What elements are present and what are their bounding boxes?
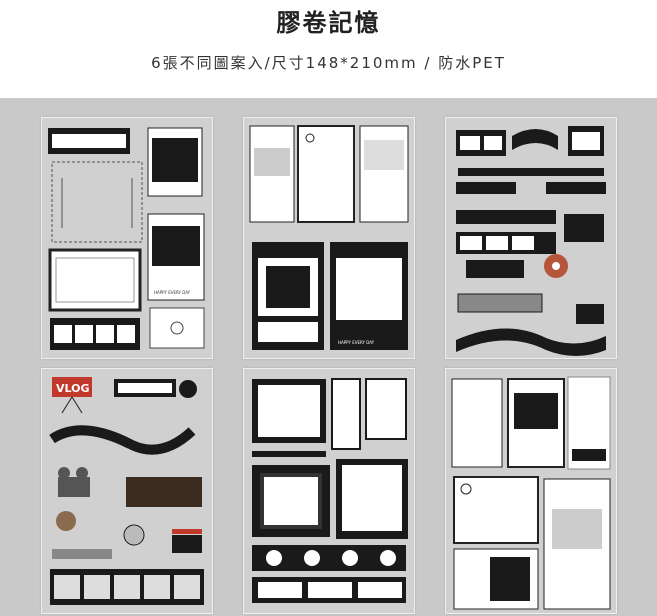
- product-spec-subtitle: 6張不同圖案入/尺寸148*210mm / 防水PET: [151, 54, 506, 72]
- phone-screen-sticker: [359, 125, 409, 223]
- sticker-sheet-film-frames: [243, 368, 415, 614]
- film-strip-sticker: [49, 425, 196, 455]
- film-strip-sticker: [512, 129, 558, 150]
- wide-frame-sticker: [48, 248, 142, 312]
- film-strip-sticker: [456, 210, 556, 224]
- social-post-sticker: [453, 476, 539, 544]
- film-strip-sticker: [564, 214, 604, 242]
- film-strip-sticker: [568, 126, 604, 156]
- film-strip-sticker: [50, 318, 140, 350]
- sticker-sheet-film-strips: [445, 117, 617, 359]
- film-frame-sticker: [336, 459, 408, 539]
- film-strip-sticker: [252, 451, 326, 457]
- film-strip-sticker: [126, 477, 202, 507]
- film-strip-sticker: [457, 293, 543, 313]
- barcode-sticker: [52, 549, 112, 559]
- photo-frame-sticker: [147, 127, 203, 197]
- svg-text:HAPPY EVERY DAY: HAPPY EVERY DAY: [154, 290, 191, 295]
- film-reel-icon: [179, 380, 197, 398]
- social-post-sticker: [453, 548, 539, 610]
- sticker-sheet-social-frames: [445, 368, 617, 614]
- vlog-camera-sticker: VLOG: [52, 377, 92, 414]
- film-strip-sticker: [458, 168, 604, 176]
- film-canister-sticker: [466, 260, 524, 278]
- phone-screen-sticker: [249, 125, 295, 223]
- phone-screen-sticker: [543, 478, 611, 610]
- film-strip-sticker: [48, 128, 130, 154]
- film-strip-sticker: [252, 577, 406, 603]
- social-post-sticker: HAPPY EVERY DAY: [330, 242, 408, 350]
- film-strip-play-sticker: [252, 545, 406, 571]
- projector-icon: [58, 467, 90, 497]
- phone-screen-sticker: [507, 378, 565, 468]
- social-post-sticker: [252, 242, 324, 350]
- phone-screen-sticker: [451, 378, 503, 468]
- film-strip-sticker: [456, 328, 606, 356]
- viewfinder-sticker: [149, 307, 205, 349]
- phone-screen-sticker: [297, 125, 355, 223]
- film-frame-sticker: [331, 378, 407, 450]
- film-strip-sticker: [50, 569, 204, 605]
- film-strip-sticker: [456, 182, 606, 194]
- sticker-sheet-camera-frames: HAPPY EVERY DAY: [41, 117, 213, 359]
- clapperboard-icon: [172, 529, 202, 553]
- film-reel-icon: [544, 254, 568, 278]
- film-frame-sticker: [252, 379, 326, 443]
- film-strip-sticker: [456, 232, 556, 254]
- vlog-label: VLOG: [56, 382, 90, 395]
- sticker-sheet-phone-frames: HAPPY EVERY DAY: [243, 117, 415, 359]
- film-frame-sticker: [252, 465, 330, 537]
- phone-screen-sticker: [567, 376, 611, 470]
- film-reel-icon: [56, 511, 76, 531]
- social-post-sticker: HAPPY EVERY DAY: [147, 213, 205, 301]
- happy-caption: HAPPY EVERY DAY: [338, 340, 375, 345]
- film-strip-sticker: [456, 130, 506, 156]
- sticker-sheet-vlog-icons: VLOG: [41, 368, 213, 614]
- film-reel-icon: [123, 524, 145, 546]
- viewfinder-sticker: [51, 161, 143, 243]
- film-strip-sticker: [114, 379, 176, 397]
- page-title: 膠卷記憶: [276, 9, 381, 37]
- clapperboard-icon: [576, 304, 604, 324]
